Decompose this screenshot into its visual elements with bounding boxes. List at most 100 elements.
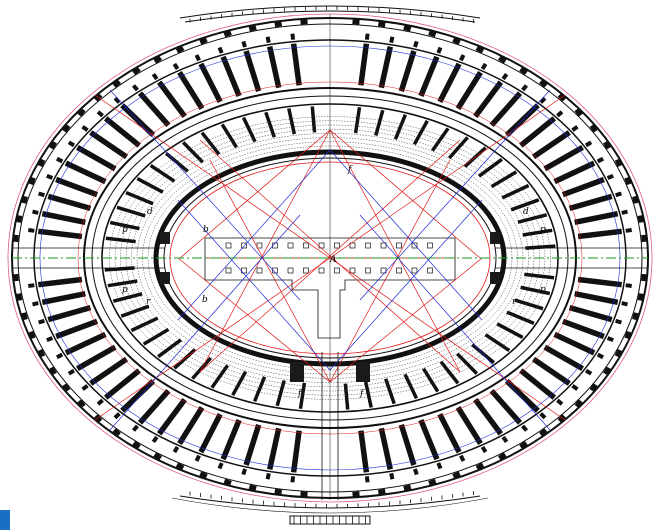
inner-radial-wall	[116, 205, 146, 218]
inner-radial-wall	[422, 367, 440, 393]
radial-wall	[489, 91, 523, 128]
pier-stub	[81, 125, 89, 132]
outer-pier	[49, 366, 57, 376]
hypogeum-cell	[241, 242, 247, 249]
radial-wall	[577, 276, 623, 288]
hypogeum-cell	[334, 267, 340, 274]
outer-pier	[175, 462, 185, 471]
radial-wall	[243, 50, 262, 93]
outer-pier	[248, 484, 257, 491]
pier-stub	[606, 173, 614, 180]
radial-wall	[577, 228, 623, 240]
outer-pier	[13, 273, 19, 282]
inner-radial-wall	[241, 116, 257, 143]
bottom-letter-f-left: f	[297, 389, 303, 399]
outer-pier	[16, 215, 23, 223]
inner-radial-wall	[477, 157, 503, 178]
outer-pier	[300, 491, 308, 497]
outer-pier	[132, 440, 141, 450]
hypogeum-cell	[380, 267, 387, 274]
seating-row	[114, 120, 546, 396]
inner-radial-wall	[220, 123, 238, 149]
pier-stub	[32, 209, 39, 215]
pier-stub	[459, 54, 466, 62]
construction-line-blue	[177, 149, 331, 321]
pier-stub	[389, 36, 395, 44]
outer-pier	[614, 158, 623, 168]
hypogeum-cell	[334, 242, 340, 249]
right-letter-r: r	[512, 297, 517, 307]
outer-pier	[153, 452, 162, 461]
radial-wall	[89, 356, 129, 386]
inner-radial-wall	[107, 279, 138, 288]
outer-pier	[37, 348, 46, 358]
inner-radial-wall	[520, 285, 551, 296]
inner-radial-wall	[471, 343, 496, 364]
top-letter-f: f	[347, 165, 353, 175]
pier-stub	[364, 476, 370, 483]
radial-wall	[561, 318, 605, 340]
radial-wall	[137, 388, 171, 425]
outer-pier	[62, 124, 71, 133]
pier-stub	[131, 84, 139, 92]
hypogeum-cell	[365, 242, 371, 249]
outer-pier	[16, 293, 23, 301]
hypogeum-cell	[396, 267, 402, 274]
inner-radial-wall	[374, 109, 385, 136]
outer-pier	[352, 19, 360, 25]
outer-pier	[93, 414, 103, 423]
arena-letter-b-top: b	[203, 225, 209, 235]
hypogeum-cell	[225, 267, 232, 274]
corner-accent-tab	[0, 510, 10, 530]
radial-wall	[198, 62, 223, 103]
inner-radial-wall	[173, 348, 197, 370]
pier-stub	[131, 424, 139, 432]
construction-line-red	[94, 257, 331, 421]
main-axis	[12, 14, 648, 500]
hypogeum-cell	[256, 242, 263, 249]
inner-radial-wall	[231, 370, 248, 397]
radial-walls-outer	[28, 33, 632, 483]
hypogeum-cell	[349, 267, 356, 274]
inner-radial-wall	[447, 136, 469, 160]
radial-wall	[41, 211, 86, 225]
pier-stub	[46, 336, 54, 343]
inner-radial-wall	[384, 378, 396, 405]
outer-pier	[557, 414, 567, 423]
radial-wall	[378, 427, 393, 470]
outer-pier	[637, 215, 644, 223]
radial-wall	[41, 291, 86, 305]
outer-pier	[475, 462, 485, 471]
pier-stub	[413, 468, 419, 476]
outer-pier	[112, 79, 121, 88]
inner-radial-wall	[496, 322, 524, 339]
inner-radial-wall	[506, 310, 535, 326]
right-letter-p-top: p	[540, 225, 546, 235]
inner-radial-wall	[130, 316, 159, 333]
radial-wall	[398, 423, 417, 466]
radial-wall	[267, 427, 282, 470]
pier-stub	[521, 84, 529, 92]
hypogeum-cell	[365, 267, 371, 274]
outer-pier	[153, 55, 162, 64]
pier-stub	[265, 472, 271, 480]
pier-stub	[38, 318, 45, 325]
pier-stub	[194, 54, 201, 62]
radial-wall	[437, 413, 462, 454]
outer-pier	[199, 471, 208, 479]
radial-wall	[267, 46, 282, 89]
pier-stub	[172, 445, 180, 454]
inner-radial-wall	[490, 170, 518, 189]
pier-stub	[556, 110, 564, 118]
radial-wall	[220, 419, 242, 461]
radial-wall	[418, 419, 440, 461]
left-letter-p-top: p	[122, 225, 128, 235]
radial-wall	[156, 397, 187, 436]
outer-pier	[199, 37, 208, 45]
pier-stub	[46, 173, 54, 180]
radial-wall	[103, 368, 141, 400]
radial-wall	[553, 331, 596, 356]
outer-pier	[274, 21, 283, 28]
pier-stub	[217, 46, 224, 54]
radial-wall	[543, 344, 584, 371]
